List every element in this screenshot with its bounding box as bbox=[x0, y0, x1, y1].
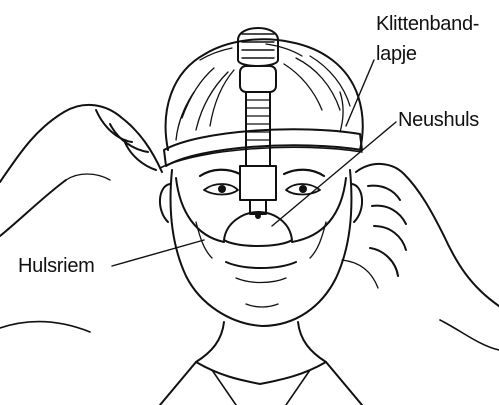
right-hand bbox=[342, 164, 499, 306]
nasal-tube bbox=[238, 28, 278, 214]
label-hulsriem: Hulsriem bbox=[18, 254, 95, 278]
huls-strap bbox=[176, 178, 346, 242]
head-strap bbox=[160, 129, 362, 168]
leader-neushuls bbox=[272, 122, 396, 226]
leader-hulsriem bbox=[112, 240, 204, 266]
label-klittenband-line2: lapje bbox=[376, 42, 417, 66]
neck-collar bbox=[0, 320, 499, 405]
label-klittenband-line1: Klittenband- bbox=[376, 12, 479, 36]
leader-klittenband bbox=[346, 60, 374, 126]
leader-lines bbox=[112, 60, 396, 266]
label-neushuls: Neushuls bbox=[398, 108, 479, 132]
face bbox=[160, 170, 362, 326]
hair bbox=[166, 39, 363, 150]
left-hand bbox=[0, 105, 162, 236]
